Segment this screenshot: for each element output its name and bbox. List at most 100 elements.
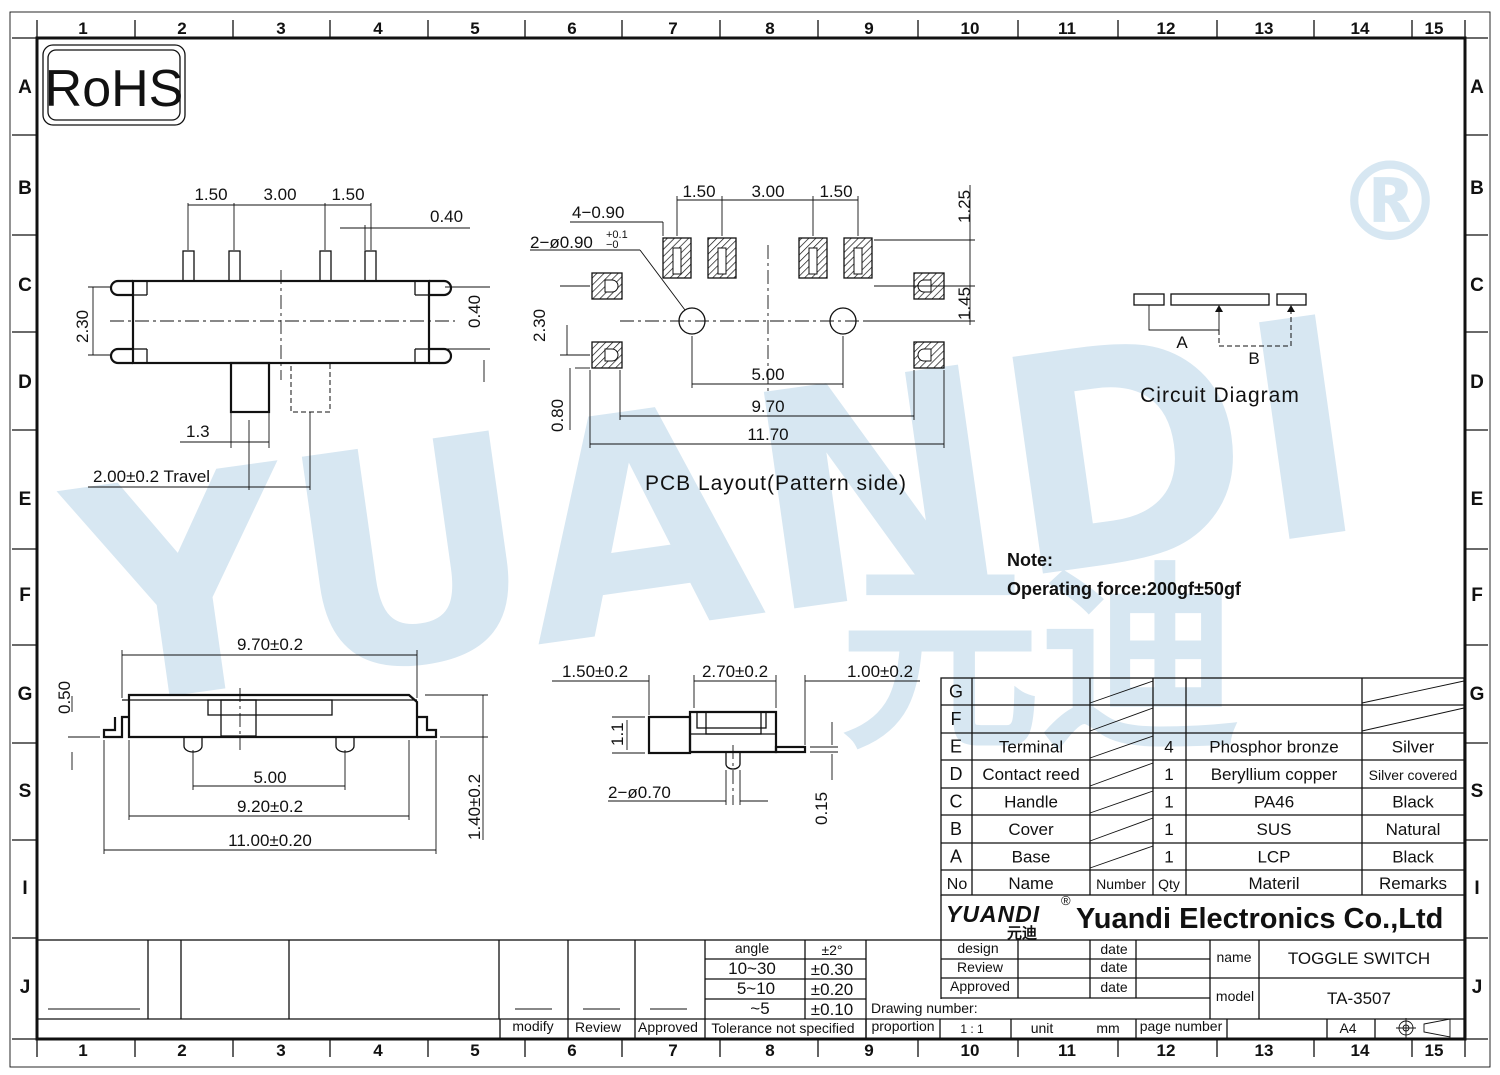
bom-row-id: G [949,682,963,702]
col-label-top: 6 [567,19,576,38]
row-label-left: B [18,178,32,199]
bom-row-remarks: Black [1392,848,1434,867]
tol-angle-val: ±2° [821,942,842,958]
tol-range-2: 5~10 [737,979,775,998]
company-name: Yuandi Electronics Co.,Ltd [1076,903,1443,935]
row-label-right: J [1472,977,1483,998]
pcb-pad-label: 4−0.90 [572,203,624,222]
tb-page-number: page number [1140,1018,1223,1034]
row-label-left: G [18,684,33,705]
row-label-right: S [1471,781,1484,802]
col-label-top: 13 [1255,19,1274,38]
pcb-hole-label: 2−ø0.90 [530,233,593,252]
end-view: 1.50±0.2 2.70±0.2 1.00±0.2 1.1 2−ø0.70 0… [552,662,920,825]
row-label-left: C [18,275,32,296]
bom-row-qty: 4 [1164,738,1173,757]
tb-date-1: date [1100,941,1127,957]
yuandi-watermark: YUANDI 元迪 ® [47,138,1445,778]
tb-review: Review [957,959,1004,975]
bom-row-material: Beryllium copper [1211,765,1338,784]
row-label-right: F [1471,585,1483,606]
grid-labels: 1122334455667788991010111112121313141415… [18,19,1485,1060]
tb-name-value: TOGGLE SWITCH [1288,949,1430,968]
bom-row-qty: 1 [1164,793,1173,812]
bom-row-remarks: Black [1392,793,1434,812]
watermark-cjk: 元迪 [840,545,1240,778]
company-reg-mark: ® [1061,893,1071,908]
bom-header-number: Number [1096,876,1146,892]
outer-border [9,11,1491,1068]
rev-review: Review [575,1019,622,1035]
tb-model-value: TA-3507 [1327,989,1391,1008]
end-dim-1: 1.50±0.2 [562,662,628,681]
tb-date-3: date [1100,979,1127,995]
rohs-badge: RoHS [42,44,186,126]
grid-ticks [12,20,1488,1057]
row-label-left: I [22,878,27,899]
front-dim-1: 5.00 [253,768,286,787]
pcb-hole-tol-minus: −0 [606,239,619,251]
col-label-top: 5 [470,19,479,38]
col-label-bottom: 12 [1157,1041,1176,1060]
pcb-right-dim-1: 1.25 [955,190,974,223]
col-label-bottom: 13 [1255,1041,1274,1060]
pcb-left-dim-2: 0.80 [548,399,567,432]
row-label-left: S [19,781,32,802]
circuit-caption: Circuit Diagram [1140,384,1300,407]
col-label-top: 4 [373,19,383,38]
col-label-bottom: 11 [1058,1041,1076,1060]
note-text: Operating force:200gf±50gf [1007,579,1242,599]
tol-range-1: 10~30 [728,959,776,978]
end-dim-2: 2.70±0.2 [702,662,768,681]
end-left-dim: 1.1 [608,722,627,746]
pcb-right-dim-2: 1.45 [955,287,974,320]
pcb-pads [591,237,945,369]
side-height: 2.30 [73,310,92,343]
row-label-right: I [1474,878,1479,899]
bom-row-id: E [950,737,962,757]
col-label-top: 1 [78,19,87,38]
tol-val-1: ±0.30 [811,960,853,979]
bom-row-remarks: Silver covered [1369,767,1458,783]
col-label-bottom: 15 [1425,1041,1444,1060]
tb-drawing-number: Drawing number: [871,1000,978,1016]
col-label-bottom: 6 [567,1041,576,1060]
bom-header-material: Materil [1248,874,1299,893]
circuit-diagram: A B Circuit Diagram [1133,293,1307,407]
pcb-bottom-dim-1: 5.00 [751,365,784,384]
bom-header-remarks: Remarks [1379,874,1447,893]
col-label-top: 2 [177,19,186,38]
pcb-dim-1: 1.50 [682,182,715,201]
tol-angle: angle [735,940,769,956]
end-dim-3: 1.00±0.2 [847,662,913,681]
pcb-left-dim-1: 2.30 [530,309,549,342]
pcb-dim-3: 1.50 [819,182,852,201]
note-title: Note: [1007,550,1053,570]
bom-row-id: B [950,819,962,839]
col-label-top: 10 [961,19,980,38]
col-label-bottom: 2 [177,1041,186,1060]
bom-row-material: LCP [1257,848,1290,867]
projection-symbol-icon [1396,1018,1451,1038]
col-label-bottom: 14 [1351,1041,1370,1060]
title-block: modify Review Approved angle ±2° 10~30 ±… [36,939,1465,1040]
col-label-top: 7 [668,19,677,38]
side-pin-width: 0.40 [430,207,463,226]
col-label-top: 8 [765,19,774,38]
pcb-caption: PCB Layout(Pattern side) [645,472,907,495]
bom-row-name: Handle [1004,793,1058,812]
side-knob-width: 1.3 [186,422,210,441]
circuit-label-a: A [1176,333,1188,352]
tb-design: design [957,940,998,956]
pcb-bottom-dim-2: 9.70 [751,397,784,416]
bom-row-qty: 1 [1164,765,1173,784]
row-label-right: D [1470,372,1484,393]
col-label-top: 9 [864,19,873,38]
bom-row-qty: 1 [1164,848,1173,867]
bom-row-name: Cover [1008,820,1054,839]
row-label-right: E [1471,489,1484,510]
side-right-height: 0.40 [465,295,484,328]
front-view: 9.70±0.2 0.50 5.00 9.20±0.2 11.00±0.20 1… [55,635,488,854]
bom-row-id: A [950,847,962,867]
